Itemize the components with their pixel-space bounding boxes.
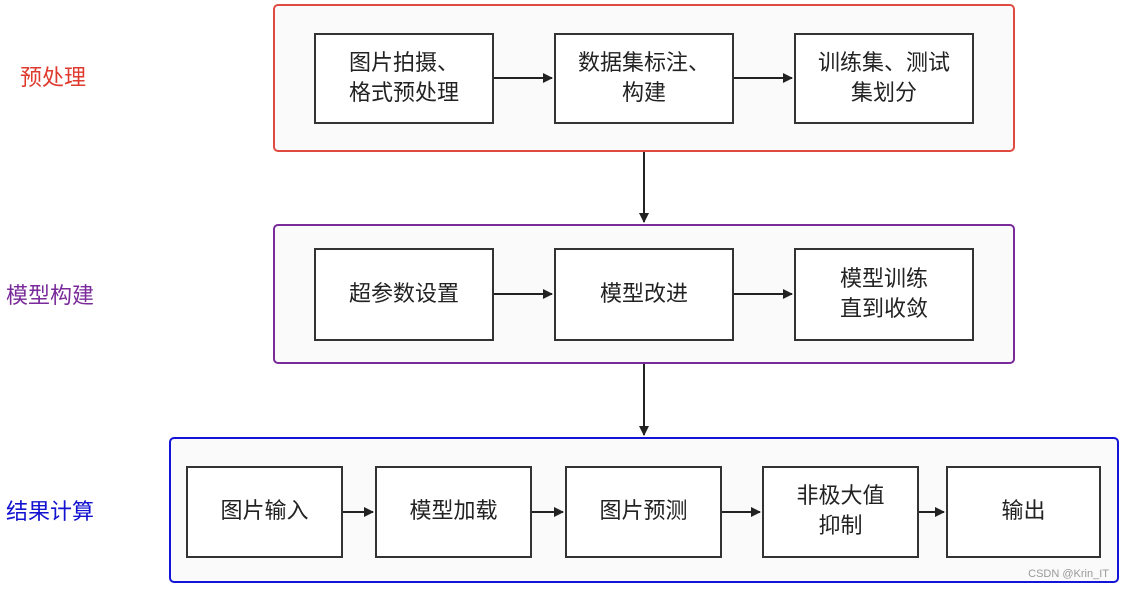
watermark: CSDN @Krin_IT [1028, 568, 1109, 580]
node-image-capture: 图片拍摄、 格式预处理 [314, 33, 494, 124]
stage-label-model-build: 模型构建 [6, 284, 95, 309]
node-model-loading: 模型加载 [375, 466, 532, 558]
node-dataset-annotation: 数据集标注、 构建 [554, 33, 734, 124]
stage-label-preprocess: 预处理 [20, 66, 87, 91]
node-image-prediction: 图片预测 [565, 466, 722, 558]
node-hyperparameter-setting: 超参数设置 [314, 248, 494, 341]
node-dataset-split: 训练集、测试 集划分 [794, 33, 974, 124]
node-image-input: 图片输入 [186, 466, 343, 558]
node-model-improvement: 模型改进 [554, 248, 734, 341]
node-train-to-convergence: 模型训练 直到收敛 [794, 248, 974, 341]
node-output: 输出 [946, 466, 1101, 558]
stage-label-result-calc: 结果计算 [6, 500, 95, 525]
node-nms: 非极大值 抑制 [762, 466, 919, 558]
